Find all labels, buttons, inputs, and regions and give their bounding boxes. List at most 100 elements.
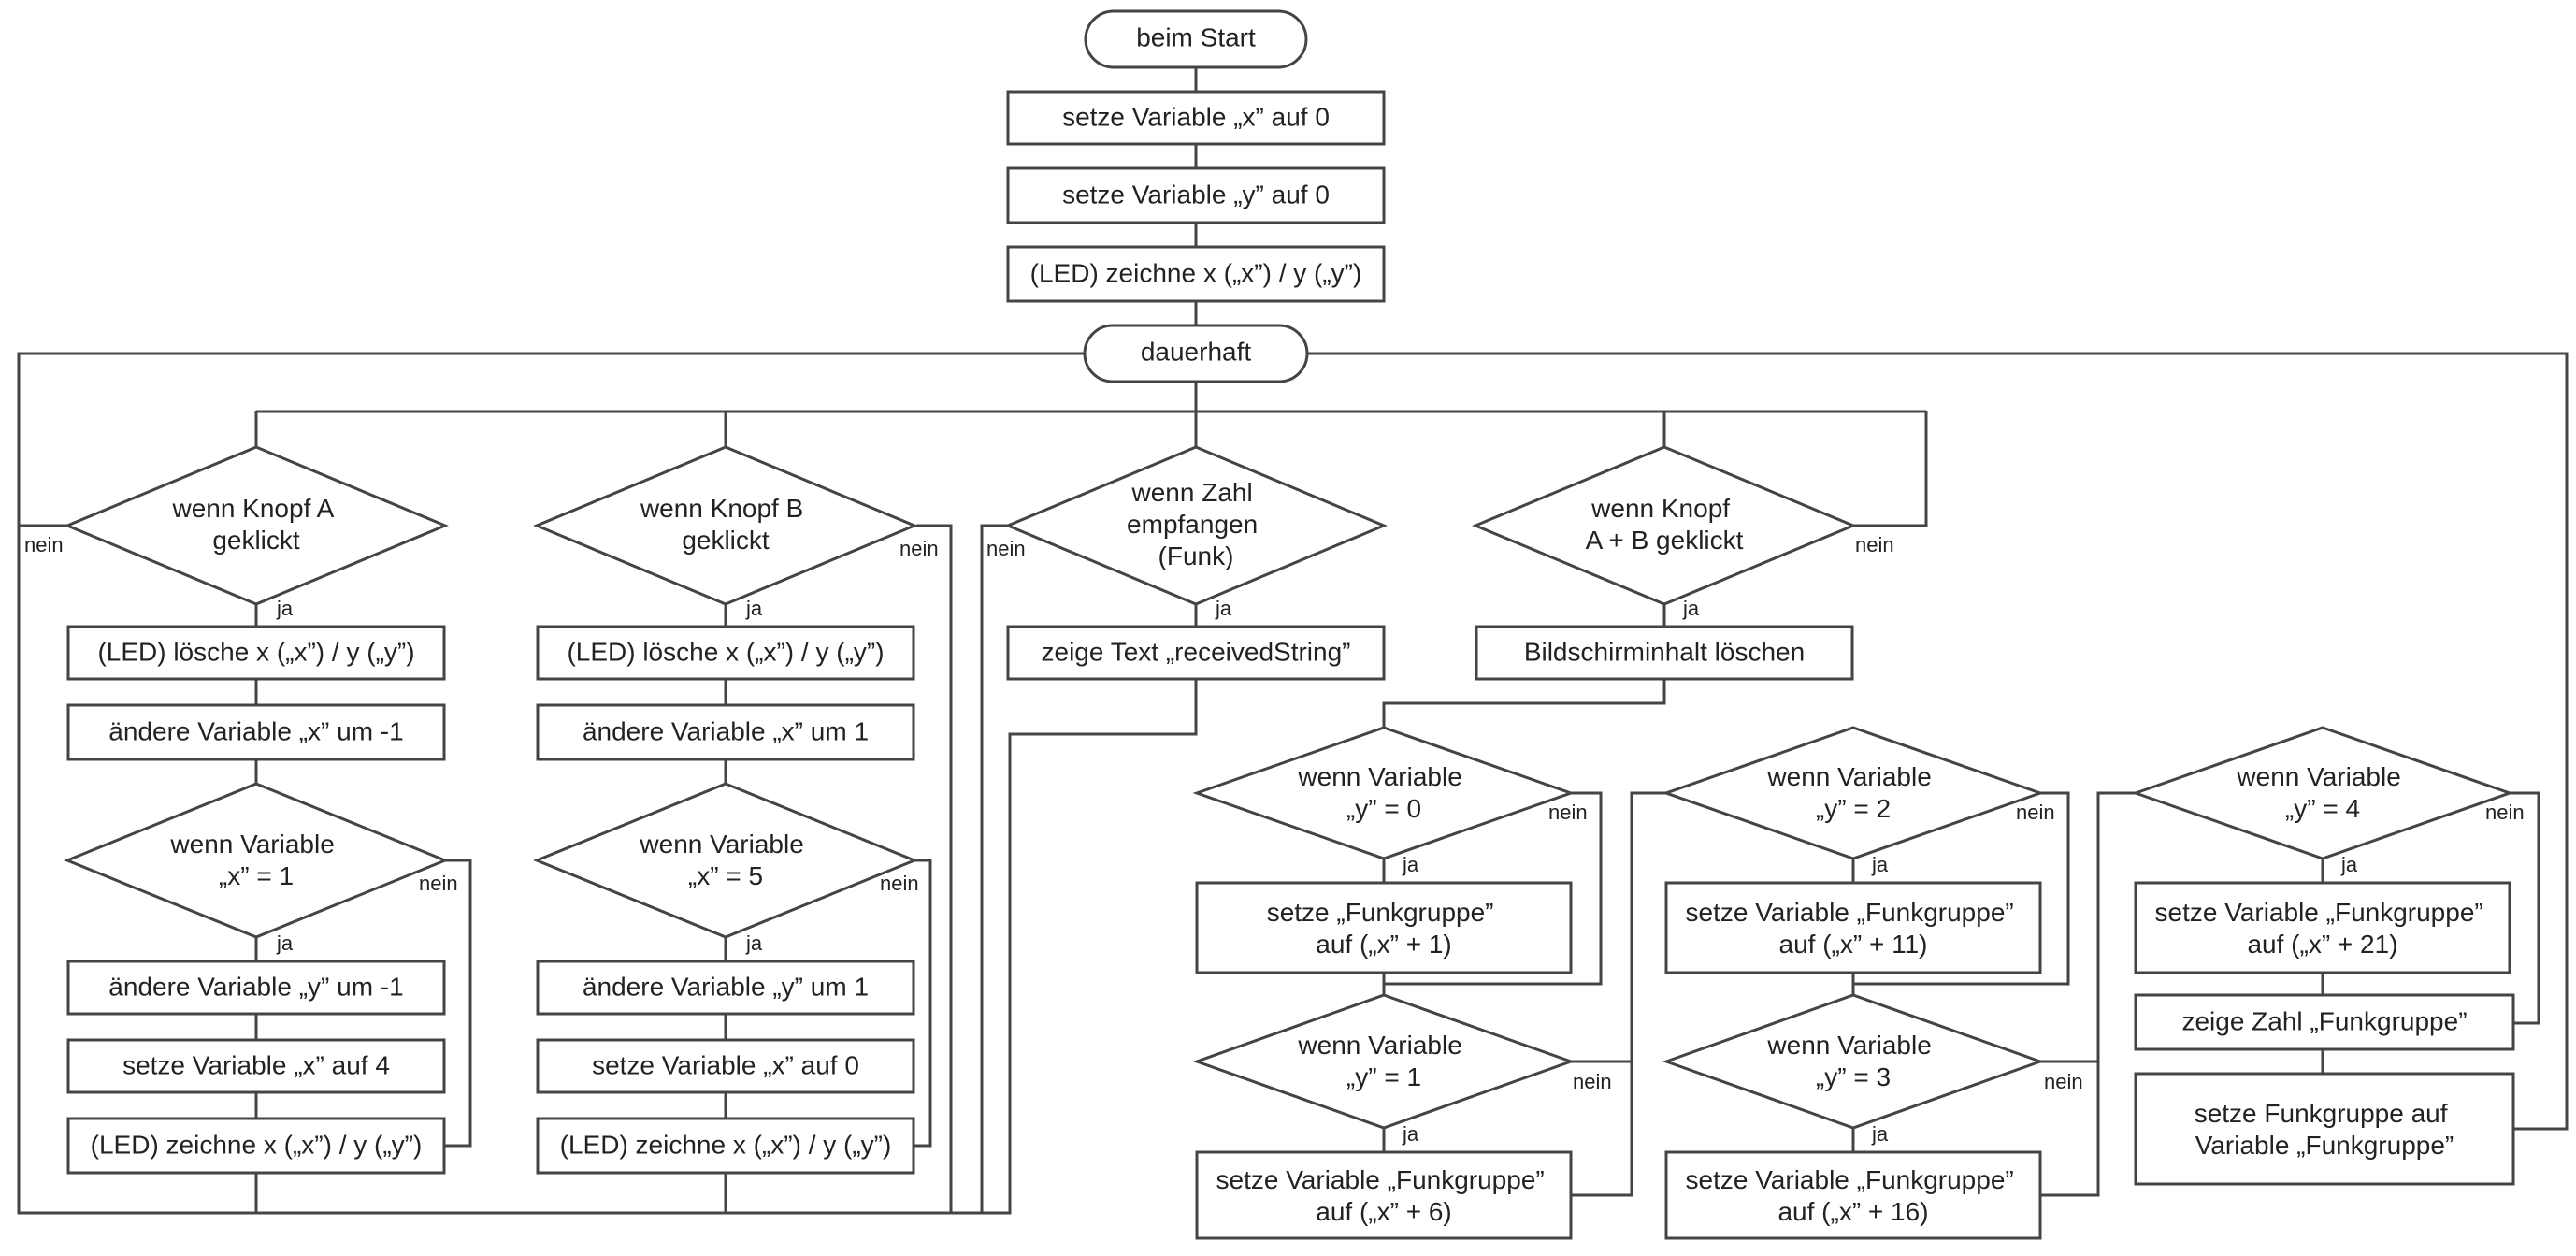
btnA-if-no (445, 859, 472, 1148)
if-y0-line1: wenn Variable (1297, 762, 1461, 791)
set-y-0-label: setze Variable „y” auf 0 (1062, 180, 1330, 209)
btnB-if-x5-no-label: nein (880, 872, 919, 895)
btnA-set-x4-node: setze Variable „x” auf 4 (66, 1038, 446, 1094)
radio-condition-line3: (Funk) (1158, 541, 1234, 570)
btnA-change-y-label: ändere Variable „y” um -1 (108, 972, 403, 1001)
btnB-if-x5: wenn Variable „x” = 5 (533, 782, 918, 939)
set-fg-x21-line1: setze Variable „Funkgruppe” (2155, 898, 2483, 927)
btnB-set-x0-label: setze Variable „x” auf 0 (592, 1050, 859, 1079)
if-y2-no-label: nein (2016, 801, 2055, 824)
radio-condition-label: wenn Zahl empfangen (Funk) (1127, 478, 1265, 570)
btnA-condition: wenn Knopf A geklickt (64, 445, 449, 606)
btnB-draw-label: (LED) zeichne x („x”) / y („y”) (560, 1130, 892, 1159)
set-fg-x16-line1: setze Variable „Funkgruppe” (1686, 1165, 2014, 1194)
btnA-if-x1-line1: wenn Variable (169, 830, 334, 859)
btnB-condition-line1: wenn Knopf B (640, 494, 803, 523)
btnAB-condition: wenn Knopf A + B geklickt (1472, 445, 1857, 606)
btnB-yes-label: ja (745, 597, 763, 620)
btnAB-condition-line1: wenn Knopf (1590, 494, 1730, 523)
btnB-if-x5-label: wenn Variable „x” = 5 (639, 830, 811, 890)
set-fg-x6-line1: setze Variable „Funkgruppe” (1216, 1165, 1545, 1194)
if-y4: wenn Variable „y” = 4 (2131, 726, 2514, 860)
connector (1382, 679, 1666, 728)
btnA-change-x-node: ändere Variable „x” um -1 (66, 703, 446, 761)
if-y0-line2: „y” = 0 (1346, 794, 1421, 823)
if-y2-line2: „y” = 2 (1816, 794, 1891, 823)
btnA-change-y-node: ändere Variable „y” um -1 (66, 960, 446, 1016)
set-fg-x6-label: setze Variable „Funkgruppe” auf („x” + 6… (1216, 1165, 1552, 1226)
if-y1: wenn Variable „y” = 1 (1192, 993, 1576, 1130)
btnA-draw-node: (LED) zeichne x („x”) / y („y”) (66, 1117, 446, 1175)
btnA-if-x1: wenn Variable „x” = 1 (64, 782, 449, 939)
set-radio-group-node: setze Funkgruppe auf Variable „Funkgrupp… (2134, 1072, 2515, 1186)
if-y4-label: wenn Variable „y” = 4 (2236, 762, 2408, 823)
set-fg-x16-line2: auf („x” + 16) (1777, 1197, 1928, 1226)
set-radio-group-line1: setze Funkgruppe auf (2195, 1099, 2448, 1128)
btnA-yes-label: ja (276, 597, 294, 620)
btnB-condition-line2: geklickt (682, 526, 770, 555)
if-y0: wenn Variable „y” = 0 (1192, 726, 1576, 860)
if-y2: wenn Variable „y” = 2 (1662, 726, 2045, 860)
set-fg-x11-line2: auf („x” + 11) (1779, 930, 1928, 959)
if-y0-yes-label: ja (1402, 853, 1419, 876)
btnA-change-x-label: ändere Variable „x” um -1 (108, 716, 403, 745)
forever-node: dauerhaft (1083, 324, 1309, 383)
set-fg-x11-line1: setze Variable „Funkgruppe” (1686, 898, 2014, 927)
loop-back-left (17, 352, 1198, 1215)
y3-yes-out (2040, 1061, 2100, 1197)
btnB-condition-label: wenn Knopf B geklickt (640, 494, 811, 555)
radio-condition-line1: wenn Zahl (1131, 478, 1253, 507)
btnA-if-x1-line2: „x” = 1 (219, 861, 294, 890)
btnB-change-y-label: ändere Variable „y” um 1 (583, 972, 869, 1001)
btnAB-clear-node: Bildschirminhalt löschen (1475, 625, 1854, 681)
set-fg-x6-node: setze Variable „Funkgruppe” auf („x” + 6… (1195, 1150, 1573, 1240)
if-y3: wenn Variable „y” = 3 (1662, 993, 2045, 1130)
if-y1-label: wenn Variable „y” = 1 (1297, 1031, 1469, 1091)
set-fg-x11-node: setze Variable „Funkgruppe” auf („x” + 1… (1664, 881, 2042, 974)
btnB-if-x5-line1: wenn Variable (639, 830, 803, 859)
btnA-if-x1-label: wenn Variable „x” = 1 (169, 830, 341, 890)
y0-no (1384, 791, 1603, 986)
btnAB-yes-label: ja (1682, 597, 1700, 620)
btnAB-condition-line2: A + B geklickt (1586, 526, 1744, 555)
btnA-set-x4-label: setze Variable „x” auf 4 (122, 1050, 390, 1079)
btnA-if-x1-no-label: nein (419, 872, 458, 895)
if-y2-label: wenn Variable „y” = 2 (1766, 762, 1938, 823)
btnB-if-x5-line2: „x” = 5 (688, 861, 763, 890)
if-y3-yes-label: ja (1871, 1122, 1889, 1146)
set-radio-group-line2: Variable „Funkgruppe” (2195, 1131, 2454, 1160)
btnB-no-label: nein (899, 537, 939, 560)
set-fg-x21-node: setze Variable „Funkgruppe” auf („x” + 2… (2134, 881, 2511, 974)
y1-yes-out (1571, 1061, 1633, 1197)
btnB-if-no (914, 859, 932, 1148)
radio-show-node: zeige Text „receivedString” (1006, 625, 1386, 681)
draw-initial-label: (LED) zeichne x („x”) / y („y”) (1030, 258, 1362, 287)
set-fg-x21-line2: auf („x” + 21) (2247, 930, 2397, 959)
radio-show-label: zeige Text „receivedString” (1042, 637, 1351, 666)
forever-bus (254, 382, 1926, 447)
if-y3-label: wenn Variable „y” = 3 (1766, 1031, 1938, 1091)
set-fg-x21-label: setze Variable „Funkgruppe” auf („x” + 2… (2155, 898, 2491, 959)
if-y1-yes-label: ja (1402, 1122, 1419, 1146)
btnAB-no (1853, 411, 1928, 527)
y1-no (1571, 791, 1666, 1063)
btnB-set-x0-node: setze Variable „x” auf 0 (536, 1038, 915, 1094)
if-y4-yes-label: ja (2340, 853, 2358, 876)
btnA-draw-label: (LED) zeichne x („x”) / y („y”) (91, 1130, 423, 1159)
btnA-condition-line2: geklickt (212, 526, 300, 555)
set-fg-x16-label: setze Variable „Funkgruppe” auf („x” + 1… (1686, 1165, 2022, 1226)
start-label: beim Start (1136, 22, 1256, 51)
btnB-no (916, 524, 953, 1213)
radio-yes-label: ja (1215, 597, 1232, 620)
set-fg-x1-line2: auf („x” + 1) (1316, 930, 1451, 959)
set-fg-x11-label: setze Variable „Funkgruppe” auf („x” + 1… (1686, 898, 2022, 959)
set-fg-x6-line2: auf („x” + 6) (1316, 1197, 1451, 1226)
btnB-condition: wenn Knopf B geklickt (533, 445, 918, 606)
btnAB-no-label: nein (1855, 533, 1894, 556)
y4-no (2510, 791, 2540, 1025)
show-fg-node: zeige Zahl „Funkgruppe” (2134, 993, 2515, 1051)
btnB-clear-label: (LED) lösche x („x”) / y („y”) (567, 637, 884, 666)
if-y1-no-label: nein (1573, 1070, 1612, 1093)
set-fg-x16-node: setze Variable „Funkgruppe” auf („x” + 1… (1664, 1150, 2042, 1240)
